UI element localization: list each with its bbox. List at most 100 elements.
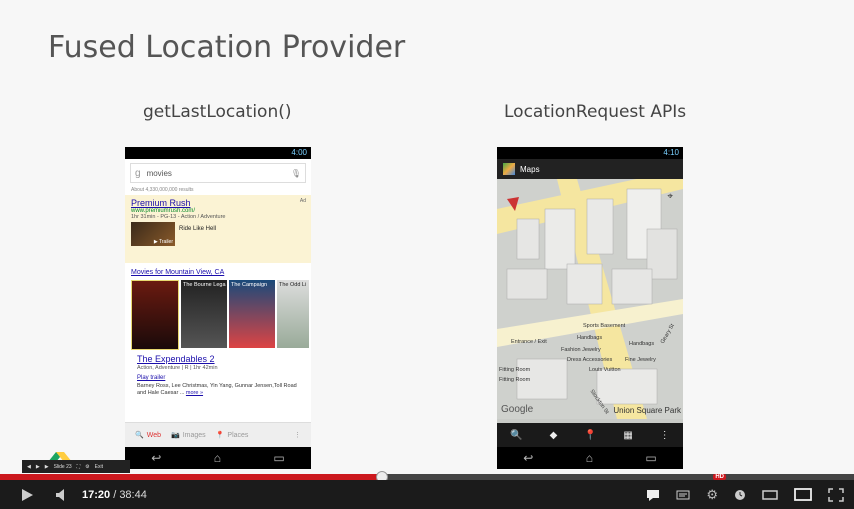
watch-later-button[interactable] (734, 480, 746, 509)
tab-places: 📍Places (215, 431, 249, 440)
map-label: Fitting Room (499, 367, 531, 373)
android-nav-bar: ↩⌂▭ (497, 447, 683, 469)
settings-button[interactable]: ⚙ HD (706, 474, 726, 509)
small-player-button[interactable] (762, 480, 778, 509)
large-player-button[interactable] (794, 480, 812, 509)
ad-result: Premium Rush Ad www.premiumrush.com/ 1hr… (125, 195, 311, 263)
progress-played (0, 474, 382, 480)
search-query: movies (146, 168, 172, 178)
map-label: Entrance / Exit (511, 339, 547, 345)
mic-icon: 🎙 (290, 168, 301, 178)
large-player-icon (794, 488, 812, 501)
gear-icon: ⚙ (706, 486, 718, 502)
status-bar: 4:10 (497, 147, 683, 159)
poster-odd-life: The Odd Li (277, 280, 309, 348)
search-icon: 🔍 (510, 429, 523, 441)
map-label: Louis Vuitton (589, 367, 621, 373)
hd-badge: HD (713, 474, 726, 480)
poster-campaign: The Campaign (229, 280, 275, 348)
volume-button[interactable] (56, 480, 68, 509)
map-label: Dress Accessories (567, 357, 613, 363)
slide-number-select[interactable]: Slide 23 (53, 463, 72, 470)
fullscreen-slide-icon[interactable]: ⛶ (76, 463, 81, 470)
back-icon: ↩ (151, 451, 162, 465)
movies-link: Movies for Mountain View, CA (131, 269, 225, 276)
pin-icon: 📍 (215, 432, 225, 439)
settings-slide-icon[interactable]: ⚙ (85, 463, 90, 470)
status-clock: 4:10 (663, 148, 679, 157)
ad-title: Premium Rush (131, 198, 191, 208)
next-slide-button[interactable]: ▶ (44, 463, 49, 470)
captions-button[interactable] (646, 480, 660, 509)
left-column-heading: getLastLocation() (143, 102, 292, 122)
directions-icon: ◆ (549, 429, 558, 441)
map-label: Fine Jewelry (625, 357, 656, 363)
my-location-icon: ⌖ (667, 191, 673, 202)
trailer-thumbnail: ▶ Trailer (131, 222, 175, 246)
speech-bubble-icon (647, 489, 660, 501)
tab-web: 🔍Web (135, 431, 161, 440)
current-time: 17:20 (82, 488, 111, 501)
camera-icon: 📷 (171, 432, 180, 439)
search-tabs: 🔍Web 📷Images 📍Places ⋮ (125, 422, 311, 447)
duration: 38:44 (119, 488, 147, 501)
maps-title: Maps (520, 164, 540, 174)
poster-bourne: The Bourne Lega (181, 280, 227, 348)
trailer: ▶ Trailer Ride Like Hell (131, 222, 305, 246)
map-label-union-square: Union Square Park (613, 406, 681, 415)
map-3d-buildings (497, 179, 683, 419)
play-icon (22, 488, 33, 501)
transcript-button[interactable] (676, 480, 690, 509)
volume-icon (56, 488, 64, 501)
movie-posters: The Bourne Lega The Campaign The Odd Li (131, 280, 309, 350)
map-view: Sports Basement Handbags Entrance / Exit… (497, 179, 683, 419)
places-icon: 📍 (584, 429, 597, 441)
play-slides-button[interactable]: ▶ (35, 463, 40, 470)
exit-slide-button[interactable]: Exit (94, 463, 103, 470)
back-icon: ↩ (523, 451, 534, 465)
more-link: more » (185, 390, 204, 396)
player-controls: 17:20 / 38:44 ⚙ HD (0, 474, 854, 509)
status-clock: 4:00 (291, 148, 307, 157)
maps-app-bar: Maps (497, 159, 683, 179)
transcript-icon (676, 490, 690, 499)
right-controls: ⚙ HD (646, 474, 844, 509)
android-nav-bar: ↩⌂▭ (125, 447, 311, 469)
overflow-menu-icon: ⋮ (294, 432, 301, 439)
map-label: Fashion Jewelry (561, 347, 601, 353)
cast-text: Barney Ross, Lee Christmas, Yin Yang, Gu… (137, 383, 297, 396)
ad-meta: 1hr 31min - PG-13 - Action / Adventure (131, 214, 226, 220)
map-label: Fitting Room (499, 377, 531, 383)
slide-controls: ◀ ▶ ▶ Slide 23 ⛶ ⚙ Exit (22, 460, 130, 473)
presentation-slide: Fused Location Provider getLastLocation(… (48, 30, 687, 469)
search-icon: 🔍 (135, 432, 144, 439)
layers-icon: ▦ (623, 429, 633, 441)
overflow-menu-icon: ⋮ (659, 429, 670, 441)
maps-toolbar: 🔍 ◆ 📍 ▦ ⋮ (497, 423, 683, 447)
trailer-label: ▶ Trailer (153, 239, 173, 245)
movie-title: The Expendables 2 (137, 354, 215, 364)
google-watermark: Google (501, 404, 534, 415)
poster-expendables (131, 280, 179, 350)
map-label: Sports Basement (583, 323, 626, 329)
left-phone-screenshot: 4:00 g movies 🎙 About 4,330,000,000 resu… (125, 147, 311, 469)
right-phone-screenshot: 4:10 Maps Sports (497, 147, 683, 469)
results-count: About 4,330,000,000 results (131, 187, 194, 193)
play-button[interactable] (20, 480, 34, 509)
right-column-heading: LocationRequest APIs (504, 102, 687, 122)
recents-icon: ▭ (273, 451, 285, 465)
drive-logo-icon (48, 452, 72, 462)
time-display: 17:20 / 38:44 (82, 488, 147, 501)
map-label: Handbags (629, 341, 655, 347)
ad-url: www.premiumrush.com/ (131, 208, 196, 214)
tab-images: 📷Images (171, 431, 206, 440)
home-icon: ⌂ (585, 451, 593, 465)
google-g-icon: g (135, 167, 141, 179)
status-bar: 4:00 (125, 147, 311, 159)
fullscreen-icon (828, 487, 844, 502)
ad-badge: Ad (299, 198, 306, 204)
fullscreen-button[interactable] (828, 480, 844, 509)
prev-slide-button[interactable]: ◀ (27, 463, 31, 470)
play-trailer-link: Play trailer (137, 375, 166, 381)
search-bar: g movies 🎙 (130, 163, 306, 183)
